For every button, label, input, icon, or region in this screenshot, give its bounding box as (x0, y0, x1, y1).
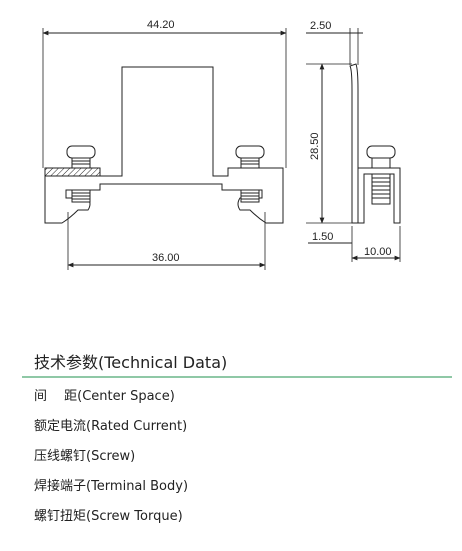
spec-terminal-body: 焊接端子(Terminal Body) (34, 479, 189, 494)
dim-screw-spacing: 36.00 (152, 252, 180, 264)
spec-rated-current: 额定电流(Rated Current) (34, 419, 188, 434)
screw-left (66, 145, 96, 203)
hatched-clamp-left (44, 167, 101, 177)
dim-height: 28.50 (309, 132, 321, 160)
dim-bottom-offset: 1.50 (312, 231, 333, 243)
spec-center-space: 间 距(Center Space) (34, 389, 175, 404)
dim-overall-width: 44.20 (147, 19, 175, 31)
technical-data-title: 技术参数(Technical Data) (34, 353, 228, 372)
spec-list: 间 距(Center Space) 额定电流(Rated Current) 压线… (34, 388, 188, 538)
spec-screw-torque: 螺钉扭矩(Screw Torque) (34, 509, 183, 524)
side-strip (349, 63, 359, 224)
side-view (306, 28, 401, 262)
screw-right (235, 145, 265, 203)
spec-screw: 压线螺钉(Screw) (34, 449, 136, 464)
side-u-bracket (358, 167, 401, 224)
screw-side (366, 145, 396, 205)
terminal-technical-drawing: 44.20 36.00 2.50 28.50 1.50 10.00 (42, 19, 401, 270)
front-view (42, 28, 287, 270)
dim-base-width: 10.00 (364, 246, 392, 258)
dim-top-thickness: 2.50 (310, 20, 331, 32)
title-divider (22, 376, 452, 378)
